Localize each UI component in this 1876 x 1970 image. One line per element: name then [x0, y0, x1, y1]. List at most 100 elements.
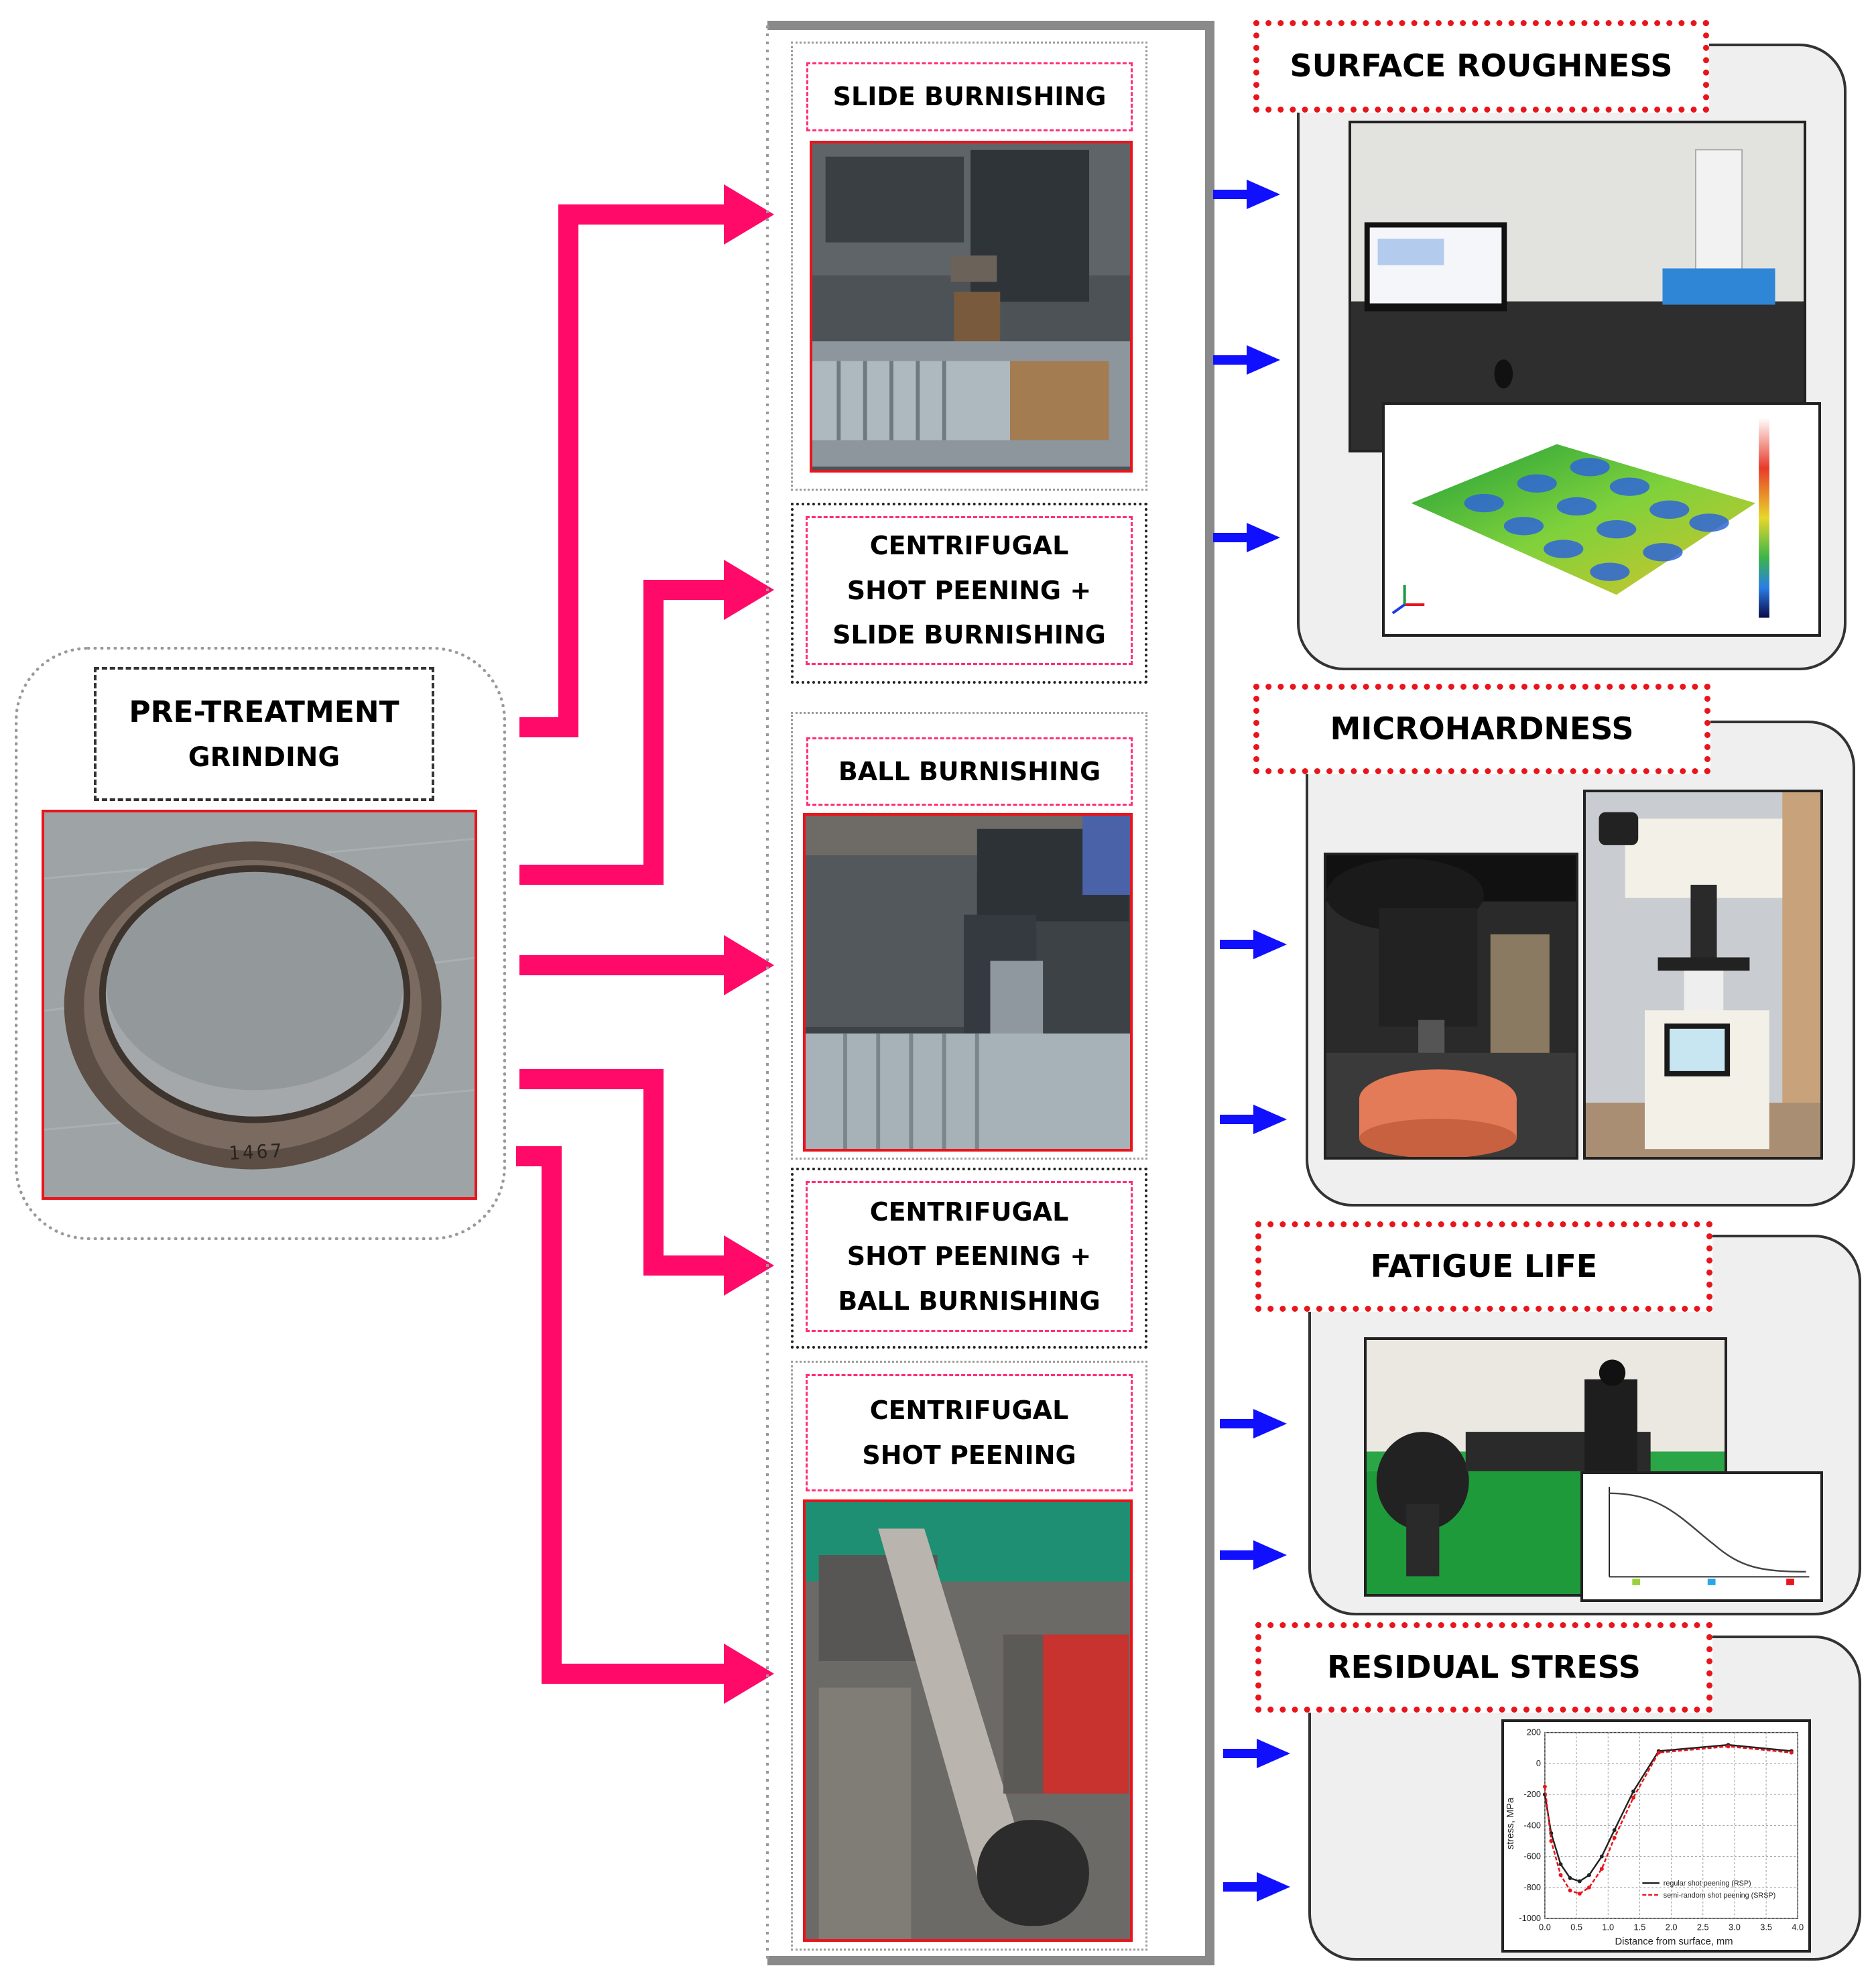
series-point-2 [1568, 1888, 1572, 1893]
slide-burnishing-label: SLIDE BURNISHING [806, 62, 1133, 131]
series-point-2 [1549, 1839, 1554, 1843]
microhardness-title: MICROHARDNESS [1330, 710, 1634, 747]
indenter-closeup-photo [1324, 853, 1578, 1160]
csp-ball-text: CENTRIFUGAL SHOT PEENING + BALL BURNISHI… [838, 1196, 1101, 1316]
residual-stress-ylabel: stress, MPa [1505, 1797, 1516, 1849]
arrowhead-csp [724, 1644, 774, 1704]
profilometer-photo [1349, 121, 1806, 452]
blue-arrow-6 [1220, 1409, 1287, 1438]
series-point-2 [1599, 1867, 1604, 1871]
blue-arrow-8 [1223, 1739, 1290, 1768]
microhardness-label: MICROHARDNESS [1253, 684, 1710, 774]
flow-line-csp [516, 1146, 731, 1684]
series-point-2 [1542, 1784, 1547, 1789]
blue-arrow-2 [1213, 345, 1280, 375]
blue-arrow-7 [1220, 1540, 1287, 1570]
fatigue-curve-chart [1580, 1471, 1823, 1602]
x-tick-label: 3.0 [1729, 1922, 1741, 1932]
microhardness-tester-photo [1583, 790, 1823, 1160]
blue-arrow-5 [1220, 1105, 1287, 1134]
surface-topography-map [1382, 402, 1821, 637]
pretreatment-title: PRE-TREATMENT [129, 694, 399, 729]
arrowhead-csp-slide [724, 560, 774, 620]
y-tick-label: 200 [1527, 1727, 1541, 1737]
arrowhead-csp-ball [724, 1235, 774, 1296]
series-point-1 [1612, 1828, 1617, 1833]
csp-ball-group [791, 1168, 1147, 1349]
y-tick-label: -600 [1523, 1851, 1541, 1861]
series-point-2 [1612, 1835, 1617, 1840]
x-tick-label: 0.5 [1570, 1922, 1582, 1932]
pretreatment-subtitle: GRINDING [188, 742, 340, 774]
arrowhead-ball [724, 935, 774, 995]
series-point-2 [1587, 1885, 1591, 1890]
y-tick-label: 0 [1536, 1758, 1541, 1768]
series-point-2 [1577, 1892, 1582, 1896]
fatigue-life-label: FATIGUE LIFE [1255, 1221, 1712, 1312]
series-point-2 [1558, 1873, 1563, 1877]
y-tick-label: -400 [1523, 1820, 1541, 1830]
residual-stress-xlabel: Distance from surface, mm [1615, 1936, 1733, 1947]
flow-line-csp-slide [519, 580, 731, 885]
surface-roughness-label: SURFACE ROUGHNESS [1253, 20, 1709, 113]
x-tick-label: 1.0 [1602, 1922, 1614, 1932]
series-point-1 [1577, 1879, 1582, 1884]
surface-roughness-title: SURFACE ROUGHNESS [1290, 48, 1673, 84]
csp-ball-label: CENTRIFUGAL SHOT PEENING + BALL BURNISHI… [806, 1181, 1133, 1332]
legend-label-1: regular shot peening (RSP) [1664, 1880, 1751, 1888]
csp-slide-group [791, 503, 1147, 684]
csp-slide-text: CENTRIFUGAL SHOT PEENING + SLIDE BURNISH… [832, 531, 1106, 650]
series-point-1 [1568, 1876, 1572, 1880]
blue-arrow-1 [1213, 180, 1280, 209]
residual-stress-chart: 0.0 0.5 1.0 1.5 2.0 2.5 3.0 3.5 4.0 200 0 -200 -400 -… [1501, 1719, 1811, 1953]
csp-group [791, 1361, 1147, 1951]
flow-line-slide [519, 204, 731, 737]
x-tick-label: 1.5 [1634, 1922, 1646, 1932]
y-tick-label: -200 [1523, 1789, 1541, 1799]
process-column-frame [767, 21, 1214, 1965]
csp-slide-label: CENTRIFUGAL SHOT PEENING + SLIDE BURNISH… [806, 516, 1133, 665]
y-tick-label: -1000 [1519, 1913, 1541, 1923]
series-point-1 [1558, 1862, 1563, 1867]
series-point-2 [1726, 1744, 1731, 1749]
residual-stress-label: RESIDUAL STRESS [1255, 1622, 1712, 1713]
residual-stress-plot: 0.0 0.5 1.0 1.5 2.0 2.5 3.0 3.5 4.0 200 0 -200 -400 -… [1505, 1727, 1804, 1948]
x-tick-label: 2.5 [1697, 1922, 1709, 1932]
pretreatment-panel [15, 647, 506, 1240]
x-tick-label: 3.5 [1760, 1922, 1772, 1932]
series-line-2 [1544, 1745, 1792, 1895]
sample-marking: 1467 [228, 1139, 286, 1165]
pretreatment-label: PRE-TREATMENT GRINDING [94, 667, 434, 801]
ball-burnishing-text: BALL BURNISHING [838, 756, 1101, 786]
ball-burnishing-group [791, 712, 1147, 1160]
x-tick-label: 4.0 [1792, 1922, 1804, 1932]
x-tick-label: 2.0 [1666, 1922, 1678, 1932]
blue-arrow-9 [1223, 1872, 1290, 1902]
series-point-2 [1789, 1750, 1794, 1755]
residual-stress-title: RESIDUAL STRESS [1327, 1648, 1641, 1685]
series-point-2 [1656, 1750, 1661, 1755]
slide-burnishing-group [791, 42, 1147, 491]
slide-burnishing-photo [810, 141, 1133, 473]
series-line-1 [1544, 1743, 1792, 1882]
blue-arrow-3 [1213, 523, 1280, 552]
csp-label: CENTRIFUGAL SHOT PEENING [806, 1374, 1133, 1491]
x-tick-label: 0.0 [1539, 1922, 1551, 1932]
csp-photo [803, 1499, 1133, 1942]
y-tick-label: -800 [1523, 1882, 1541, 1892]
series-point-1 [1631, 1789, 1635, 1794]
ball-burnishing-photo [803, 813, 1133, 1152]
fatigue-life-title: FATIGUE LIFE [1370, 1247, 1598, 1284]
arrowhead-slide [724, 184, 774, 245]
slide-burnishing-text: SLIDE BURNISHING [832, 82, 1107, 112]
series-point-2 [1631, 1795, 1635, 1800]
blue-arrow-4 [1220, 930, 1287, 959]
csp-text: CENTRIFUGAL SHOT PEENING [862, 1396, 1076, 1470]
grinding-sample-photo: 1467 [42, 810, 477, 1200]
series-point-1 [1599, 1854, 1604, 1859]
flow-line-csp-ball [519, 1069, 731, 1276]
series-point-1 [1587, 1873, 1591, 1877]
legend-label-2: semi-random shot peening (SRSP) [1664, 1892, 1775, 1900]
ball-burnishing-label: BALL BURNISHING [806, 737, 1133, 806]
